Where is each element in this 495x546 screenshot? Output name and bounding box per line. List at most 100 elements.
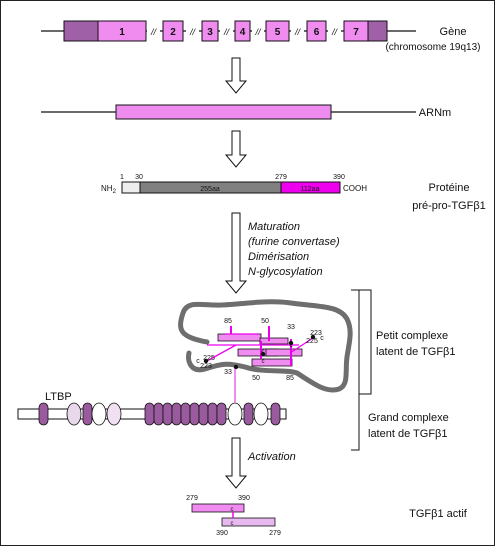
mrna-coding-region — [115, 104, 332, 120]
egf-domain — [144, 402, 155, 426]
exon-4 — [234, 20, 251, 42]
gene-chromosome: (chromosome 19q13) — [385, 42, 480, 53]
residue-225-right: 225 — [306, 338, 318, 345]
small-complex-label-line2: latent de TGFβ1 — [376, 346, 456, 358]
cysteine-mark: c — [262, 349, 265, 355]
active-monomer-bottom — [221, 517, 276, 527]
active-monomer-top — [191, 503, 245, 513]
egf-domain — [38, 402, 49, 426]
exon-1-label: 1 — [119, 27, 125, 38]
cysteine-mark: c — [290, 343, 293, 349]
position-390: 390 — [333, 174, 345, 181]
cysteine-mark: c — [262, 359, 265, 365]
small-latent-complex: 85 50 33 223 225 225 223 33 50 85 c c c … — [178, 299, 353, 403]
egf-domain — [198, 402, 209, 426]
arrow-mrna-to-protein — [224, 130, 248, 168]
c-terminus-label: COOH — [343, 184, 367, 193]
exon-2 — [162, 20, 184, 42]
exon-7-label: 7 — [353, 27, 359, 38]
processing-steps: Maturation (furine convertase) Dimérisat… — [248, 221, 340, 278]
egf-domain — [189, 402, 200, 426]
tb-domain — [106, 402, 122, 426]
egf-domain — [162, 402, 173, 426]
mrna-label: ARNm — [419, 107, 451, 119]
active-cysteine-top: c — [231, 507, 234, 513]
mrna-diagram: ARNm — [41, 104, 451, 120]
residue-223-left: 223 — [200, 363, 212, 370]
egf-domain — [243, 402, 254, 426]
step-dimerisation: Dimérisation — [248, 251, 309, 263]
tgfb1-domain — [217, 333, 262, 342]
exon-1 — [97, 20, 147, 42]
utr-3prime — [367, 20, 388, 42]
exon-3-label: 3 — [207, 27, 213, 38]
residue-225-left: 225 — [203, 355, 215, 362]
tb-domain — [253, 402, 269, 426]
protein-diagram: 255aa 112aa 1 30 279 390 NH2 COOH Protéi… — [101, 174, 486, 212]
residue-50-bottom: 50 — [252, 375, 260, 382]
residue-85-top: 85 — [224, 318, 232, 325]
large-complex-label-line2: latent de TGFβ1 — [368, 428, 448, 440]
activation-label: Activation — [247, 451, 296, 463]
break-mark: // — [294, 27, 302, 37]
tgfb1-domain — [259, 337, 289, 345]
small-complex-label-line1: Petit complexe — [376, 330, 448, 342]
break-mark: // — [189, 27, 197, 37]
mature-tgfb1-segment — [280, 181, 341, 194]
arrow-activation — [224, 437, 248, 489]
large-complex-label-line1: Grand complexe — [368, 412, 449, 424]
residue-50-top: 50 — [261, 318, 269, 325]
active-cysteine-bottom: c — [231, 521, 234, 527]
step-glycosylation: N-glycosylation — [248, 266, 323, 278]
ltbp-chain: LTBP — [17, 391, 287, 426]
tb-domain — [66, 402, 82, 426]
position-279: 279 — [275, 174, 287, 181]
active-tgfb1-label: TGFβ1 actif — [409, 508, 468, 520]
position-1: 1 — [120, 174, 124, 181]
protein-label-line1: Protéine — [429, 182, 470, 194]
egf-domain — [82, 402, 93, 426]
exon-5-label: 5 — [275, 27, 281, 38]
egf-domain — [216, 402, 227, 426]
mature-segment-length: 112aa — [301, 186, 320, 193]
n-terminus-label: NH2 — [101, 184, 117, 195]
complex-brackets — [351, 289, 372, 451]
step-maturation: Maturation — [248, 221, 300, 233]
gene-title: Gène — [440, 26, 467, 38]
residue-33-bottom: 33 — [224, 369, 232, 376]
residue-223-right: 223 — [310, 330, 322, 337]
egf-domain — [153, 402, 164, 426]
protein-label-line2: pré-pro-TGFβ1 — [412, 200, 486, 212]
active-pos-390-bottom: 390 — [216, 530, 228, 537]
utr-5prime — [63, 20, 99, 42]
position-30: 30 — [135, 174, 143, 181]
gene-diagram: 1 2 3 4 5 6 7 // // // // // // Gène (ch… — [41, 20, 481, 53]
egf-domain — [207, 402, 218, 426]
lap-loop — [178, 299, 353, 393]
large-complex-bracket — [351, 289, 360, 451]
active-pos-279-top: 279 — [186, 495, 198, 502]
exon-5 — [265, 20, 290, 42]
cysteine-mark: c — [320, 335, 324, 342]
exon-3 — [201, 20, 219, 42]
egf-domain — [180, 402, 191, 426]
step-furin: (furine convertase) — [248, 236, 340, 248]
tb-domain — [227, 402, 243, 426]
small-complex-bracket — [359, 289, 372, 395]
residue-33-top: 33 — [287, 324, 295, 331]
break-mark: // — [223, 27, 231, 37]
egf-domain — [270, 402, 281, 426]
break-mark: // — [150, 27, 158, 37]
active-pos-279-bottom: 279 — [269, 530, 281, 537]
break-mark: // — [254, 27, 262, 37]
cysteine-mark: c — [196, 358, 200, 365]
latency-segment-length: 255aa — [200, 186, 220, 193]
arrow-protein-to-complex — [224, 212, 248, 294]
exon-2-label: 2 — [170, 27, 176, 38]
exon-4-label: 4 — [240, 27, 246, 38]
tb-domain — [91, 402, 107, 426]
active-pos-390-top: 390 — [238, 495, 250, 502]
tgfb1-domain — [265, 348, 303, 357]
